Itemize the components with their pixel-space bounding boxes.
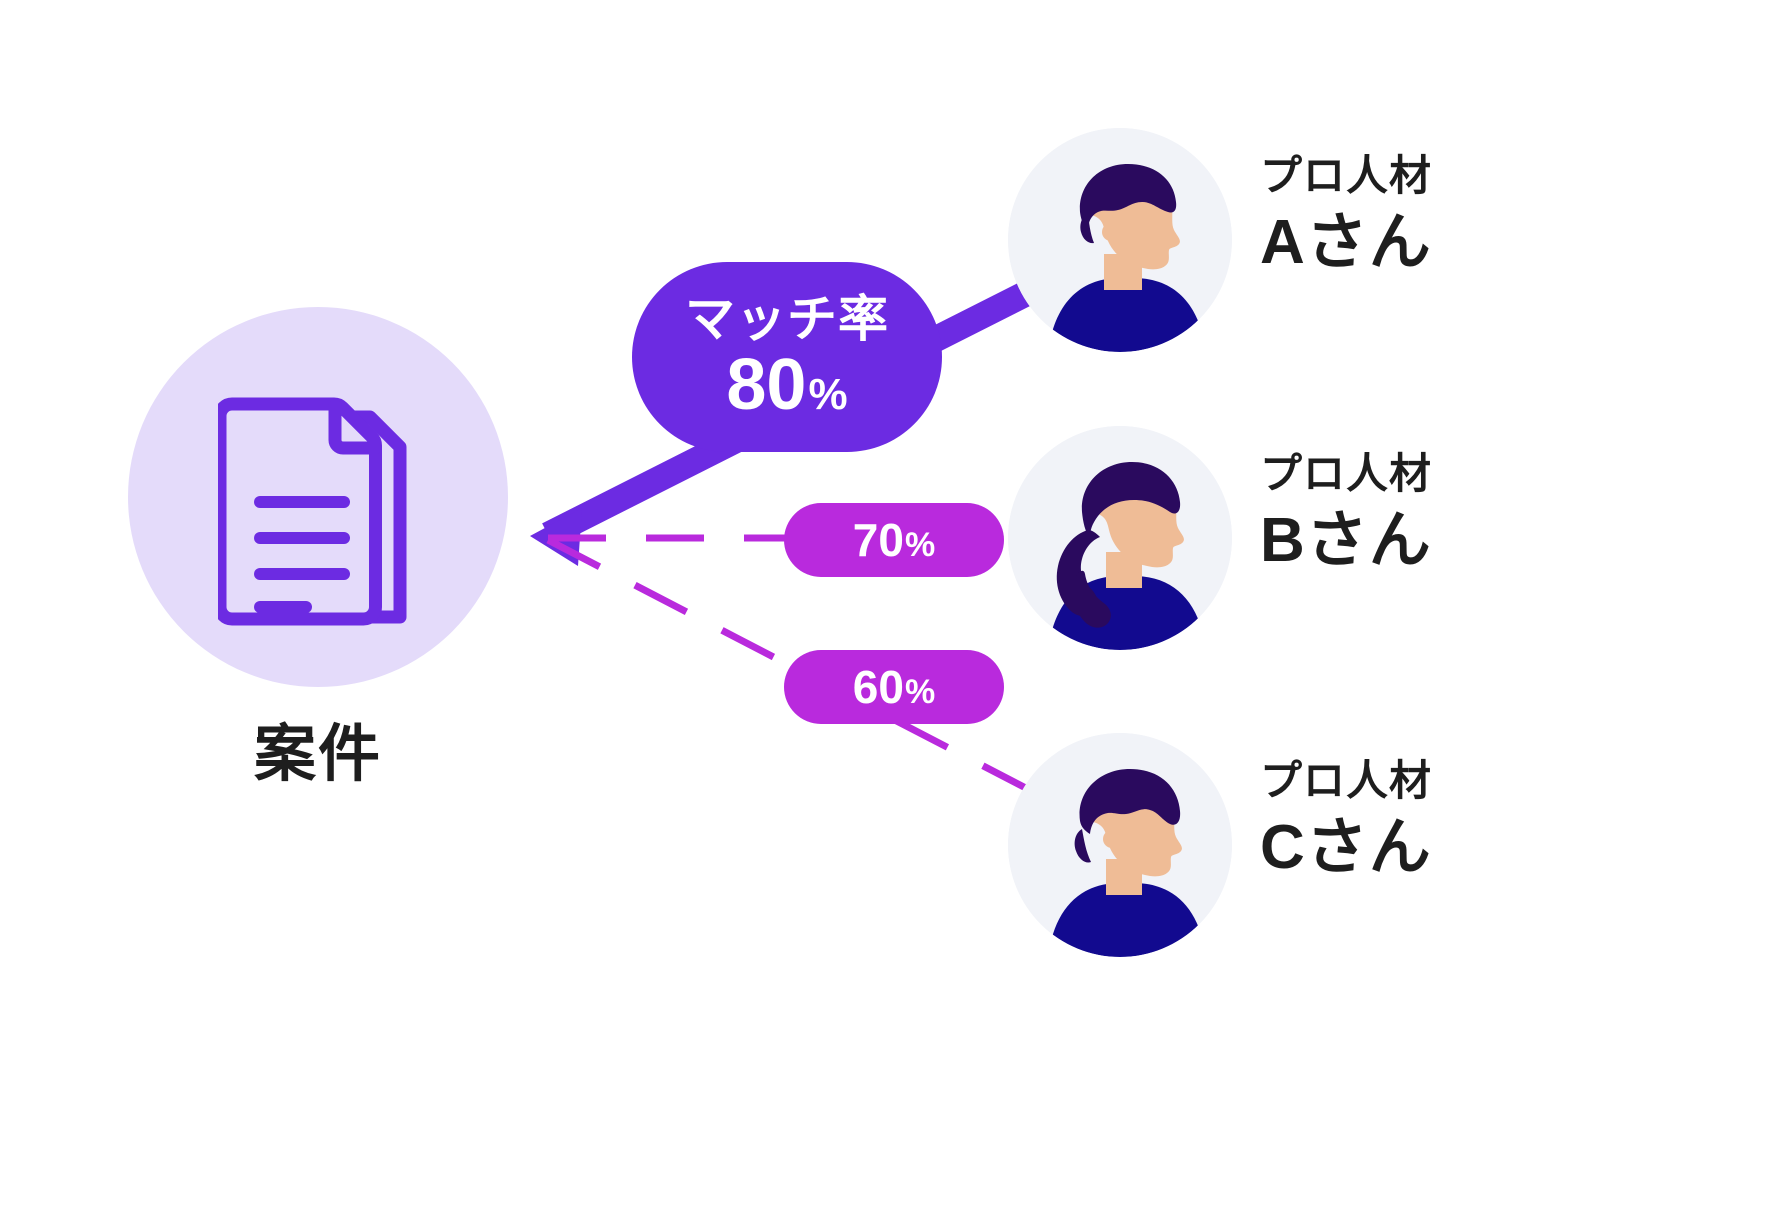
person-c-name: Cさん <box>1260 812 1432 882</box>
match-rate-badge-c[interactable]: 60 % <box>784 650 1004 724</box>
project-label: 案件 <box>253 720 382 789</box>
match-rate-badge-a-title: マッチ率 <box>685 290 889 347</box>
match-rate-badge-b-value: 70 % <box>853 517 935 563</box>
match-rate-badge-b-number: 70 <box>852 514 904 566</box>
avatar-female-ponytail-icon <box>1008 426 1232 650</box>
person-c-text: プロ人材 Cさん <box>1260 755 1432 885</box>
match-rate-badge-a-percent: % <box>808 370 848 420</box>
match-rate-badge-c-percent: % <box>904 673 936 711</box>
match-rate-badge-c-number: 60 <box>852 661 904 713</box>
document-icon <box>218 397 407 626</box>
person-b-role: プロ人材 <box>1260 450 1433 497</box>
person-b-text: プロ人材 Bさん <box>1260 448 1432 578</box>
avatar-male-wavy-hair-icon <box>1008 733 1232 957</box>
avatar-b <box>1008 426 1232 650</box>
avatar-c <box>1008 733 1232 957</box>
person-a-text: プロ人材 Aさん <box>1260 150 1432 280</box>
match-rate-badge-c-value: 60 % <box>853 664 935 710</box>
match-rate-badge-a-number: 80 <box>726 345 807 426</box>
person-c-role: プロ人材 <box>1260 757 1433 804</box>
person-b-name: Bさん <box>1260 505 1432 575</box>
match-rate-badge-a[interactable]: マッチ率 80 % <box>632 262 942 452</box>
person-a-name: Aさん <box>1260 207 1432 277</box>
person-a-role: プロ人材 <box>1260 152 1433 199</box>
match-rate-badge-a-value: 80 % <box>726 349 847 421</box>
avatar-male-short-hair-icon <box>1008 128 1232 352</box>
match-rate-badge-b-percent: % <box>904 526 936 564</box>
avatar-a <box>1008 128 1232 352</box>
match-rate-badge-b[interactable]: 70 % <box>784 503 1004 577</box>
